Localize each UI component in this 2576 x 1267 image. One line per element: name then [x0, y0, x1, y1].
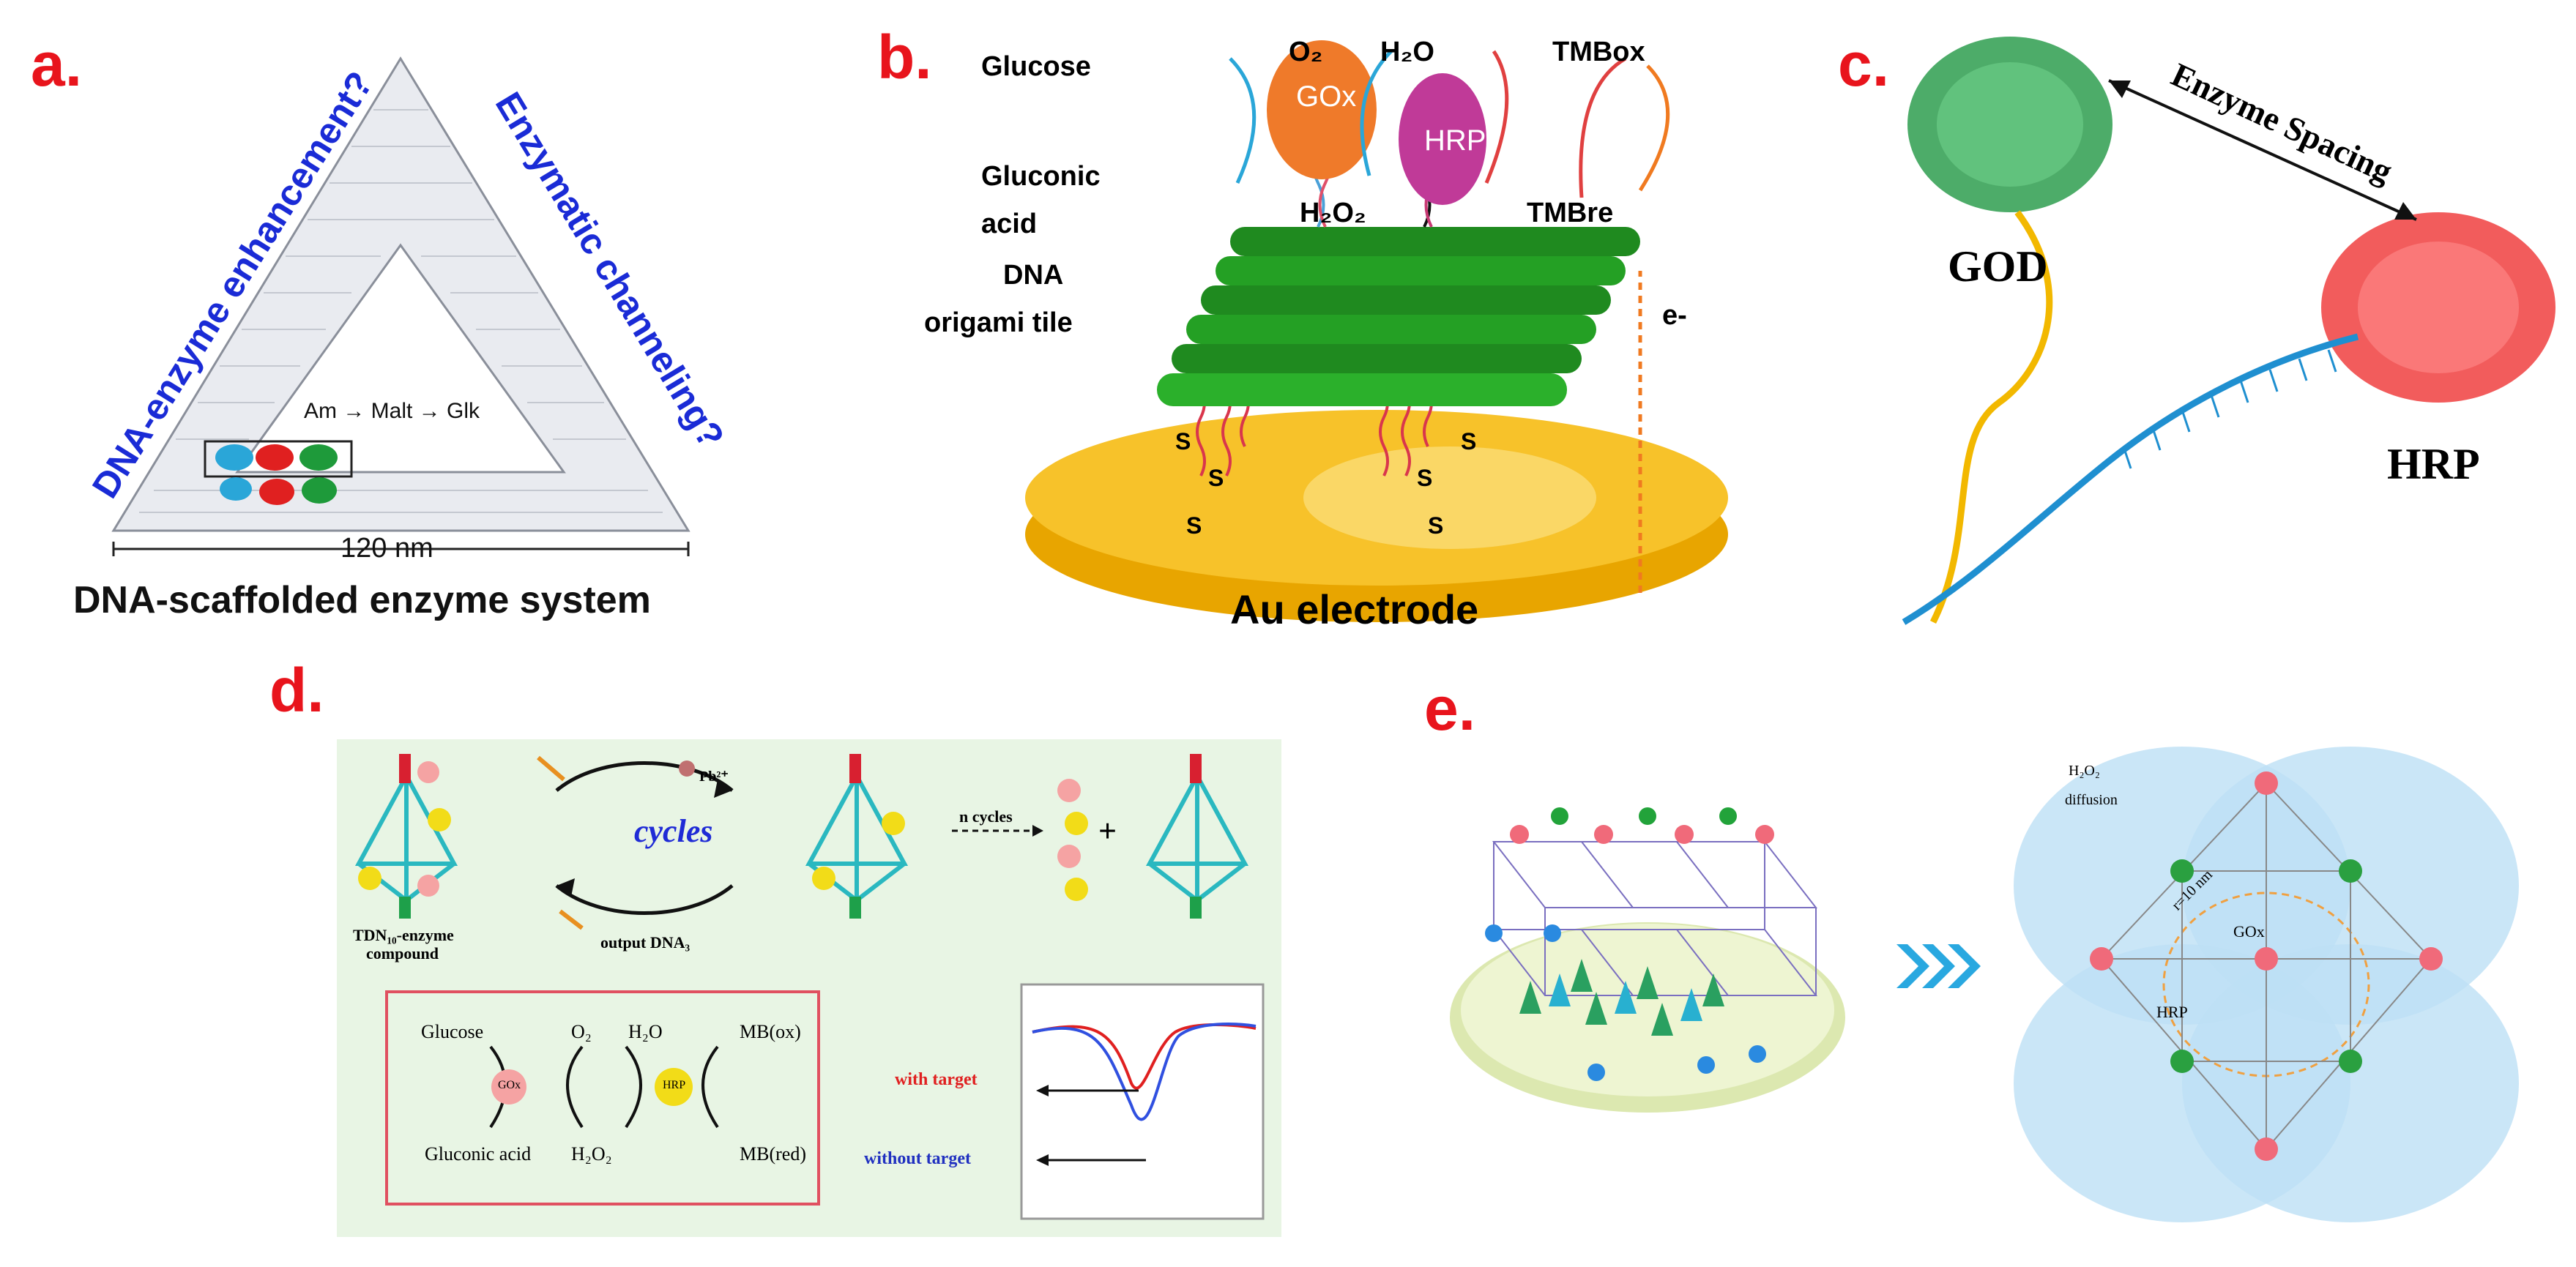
panel-b-gluconic: Gluconic: [981, 161, 1101, 192]
panel-b-origami: origami tile: [924, 307, 1073, 338]
panel-a-cascade: Am → Malt → Glk: [304, 399, 480, 423]
panel-b-acid: acid: [981, 209, 1038, 239]
panel-e-hrp: HRP: [2156, 1003, 2188, 1021]
panel-a-letter: a.: [31, 30, 83, 99]
lattice-diagram: [1450, 747, 2519, 1222]
panel-b-thiol-6: S: [1428, 512, 1444, 539]
panel-b-thiol-1: S: [1175, 428, 1191, 455]
panel-d-without-target: without target: [864, 1149, 971, 1168]
panel-e-diffusion-1: H₂O₂: [2069, 763, 2100, 779]
panel-d-cycles: cycles: [634, 813, 713, 849]
panel-d-output: output DNA₃: [600, 933, 690, 952]
panel-d-mb-ox: MB(ox): [740, 1021, 801, 1042]
panel-c-letter: c.: [1838, 30, 1890, 99]
panel-b-thiol-5: S: [1417, 465, 1433, 491]
panel-d-h2o: H₂O: [628, 1021, 663, 1042]
panel-b-hrp: HRP: [1424, 124, 1486, 157]
panel-d-pb: Pb²⁺: [699, 769, 729, 785]
panel-b-h2o: H₂O: [1380, 37, 1434, 67]
panel-b-thiol-3: S: [1186, 512, 1202, 539]
panel-b-o2: O₂: [1289, 37, 1323, 67]
panel-e-diffusion-2: diffusion: [2065, 792, 2118, 808]
panel-b-gox: GOx: [1296, 81, 1357, 113]
panel-d-with-target: with target: [895, 1070, 978, 1089]
panel-d-h2o2: H₂O₂: [571, 1143, 612, 1165]
panel-c-god: GOD: [1948, 242, 2048, 291]
panel-d-compound: TDN₁₀-enzyme: [353, 926, 454, 944]
panel-b-electron: e-: [1662, 300, 1687, 331]
panel-d-hrp: HRP: [663, 1079, 686, 1091]
panel-b-h2o2: H₂O₂: [1300, 198, 1366, 228]
panel-d-compound-2: compound: [366, 944, 439, 963]
panel-b-tmb-ox: TMBox: [1552, 37, 1645, 67]
dna-origami-triangle: [111, 56, 690, 556]
electrode-diagram: [1025, 40, 1728, 622]
panel-b-tmb-re: TMBre: [1527, 198, 1614, 228]
panel-a-scale-label: 120 nm: [340, 533, 433, 564]
panel-d-o2: O₂: [571, 1021, 592, 1042]
panel-d-gluconic: Gluconic acid: [425, 1143, 532, 1165]
panel-b-electrode: Au electrode: [1230, 586, 1479, 632]
panel-b-thiol-4: S: [1461, 428, 1477, 455]
panel-d-mb-red: MB(red): [740, 1143, 806, 1165]
panel-a-caption: DNA-scaffolded enzyme system: [73, 579, 651, 621]
panel-d-plus: +: [1098, 813, 1117, 849]
panel-d-gox: GOx: [498, 1079, 521, 1091]
tdn-cycle-diagram: [354, 754, 1265, 1220]
panel-d-letter: d.: [269, 656, 324, 725]
panel-b-thiol-2: S: [1208, 465, 1224, 491]
panel-b-dna: DNA: [1003, 260, 1064, 291]
panel-b-glucose: Glucose: [981, 51, 1091, 82]
panel-d-glucose: Glucose: [421, 1021, 484, 1042]
panel-d-n-cycles: n cycles: [959, 807, 1013, 826]
enzyme-spacing-diagram: [1902, 37, 2555, 625]
panel-e-gox: GOx: [2233, 922, 2265, 941]
panel-e-letter: e.: [1424, 674, 1476, 743]
panel-b-letter: b.: [877, 23, 932, 91]
panel-c-hrp: HRP: [2387, 440, 2480, 488]
